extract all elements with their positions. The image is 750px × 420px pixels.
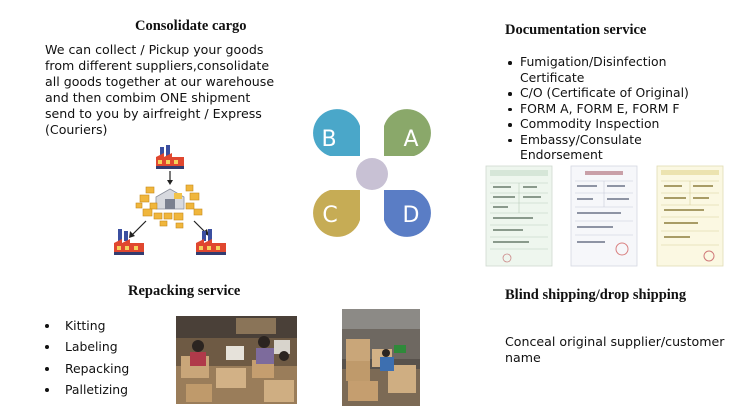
consolidate-description: We can collect / Pickup your goods from … <box>45 42 285 138</box>
documentation-item: Embassy/Consulate Endorsement <box>508 132 723 163</box>
petal-b <box>313 109 360 156</box>
petal-c-label: C <box>322 203 337 228</box>
blind-shipping-title: Blind shipping/drop shipping <box>505 287 687 303</box>
blind-shipping-line: Conceal original supplier/customer <box>505 334 725 349</box>
petal-b-label: B <box>321 127 336 152</box>
consolidate-line: from different suppliers,consolidate <box>45 58 270 73</box>
consolidation-illustration <box>114 145 226 255</box>
warehouse-icon <box>155 188 185 210</box>
repacking-item: Repacking <box>45 358 165 379</box>
repacking-item: Labeling <box>45 336 165 357</box>
certificate-image <box>570 165 638 267</box>
certificate-image <box>485 165 553 267</box>
documentation-item-line: C/O (Certificate of Original) <box>520 85 689 100</box>
repacking-title: Repacking service <box>128 283 241 299</box>
petal-a <box>384 109 431 156</box>
documentation-item-line: Endorsement <box>520 147 603 162</box>
consolidate-title: Consolidate cargo <box>135 18 247 34</box>
documentation-item-line: Fumigation/Disinfection <box>520 54 667 69</box>
consolidate-line: all goods together at our warehouse <box>45 74 275 89</box>
certificate-image <box>656 165 724 267</box>
center-circle <box>356 158 388 190</box>
documentation-list: Fumigation/Disinfection Certificate C/O … <box>508 54 723 163</box>
repacking-list: Kitting Labeling Repacking Palletizing <box>45 315 165 400</box>
documentation-item: FORM A, FORM E, FORM F <box>508 101 723 117</box>
blind-shipping-description: Conceal original supplier/customer name <box>505 334 735 366</box>
arrow-icon-left <box>131 220 147 236</box>
certificate-images <box>485 165 724 267</box>
documentation-item-line: Embassy/Consulate <box>520 131 642 147</box>
repacking-item: Kitting <box>45 315 165 336</box>
factory-icon-left <box>114 229 144 255</box>
warehouse-photo-packing <box>176 316 297 404</box>
factory-icon-right <box>196 229 226 255</box>
documentation-item: Fumigation/Disinfection Certificate <box>508 54 723 85</box>
petal-a-label: A <box>403 127 418 152</box>
factory-icon-top <box>156 145 184 169</box>
documentation-title: Documentation service <box>505 22 647 38</box>
documentation-item-line: FORM A, FORM E, FORM F <box>520 100 680 116</box>
documentation-item: Commodity Inspection <box>508 116 723 132</box>
petal-c <box>313 190 360 237</box>
petal-d-label: D <box>403 203 420 228</box>
abcd-petal-diagram: B A C D <box>313 109 431 237</box>
warehouse-photo-pallets <box>342 309 420 406</box>
consolidate-line: send to you by airfreight / Express <box>45 106 262 121</box>
consolidate-line: We can collect / Pickup your goods <box>45 42 264 57</box>
documentation-item: C/O (Certificate of Original) <box>508 85 723 101</box>
blind-shipping-line: name <box>505 350 541 365</box>
consolidate-line: and then combim ONE shipment <box>45 90 251 105</box>
consolidate-line: (Couriers) <box>45 122 108 137</box>
petal-d <box>384 190 431 237</box>
documentation-item-line: Commodity Inspection <box>520 116 660 131</box>
documentation-item-line: Certificate <box>520 69 585 85</box>
boxes-icon <box>135 184 203 229</box>
repacking-item: Palletizing <box>45 379 165 400</box>
